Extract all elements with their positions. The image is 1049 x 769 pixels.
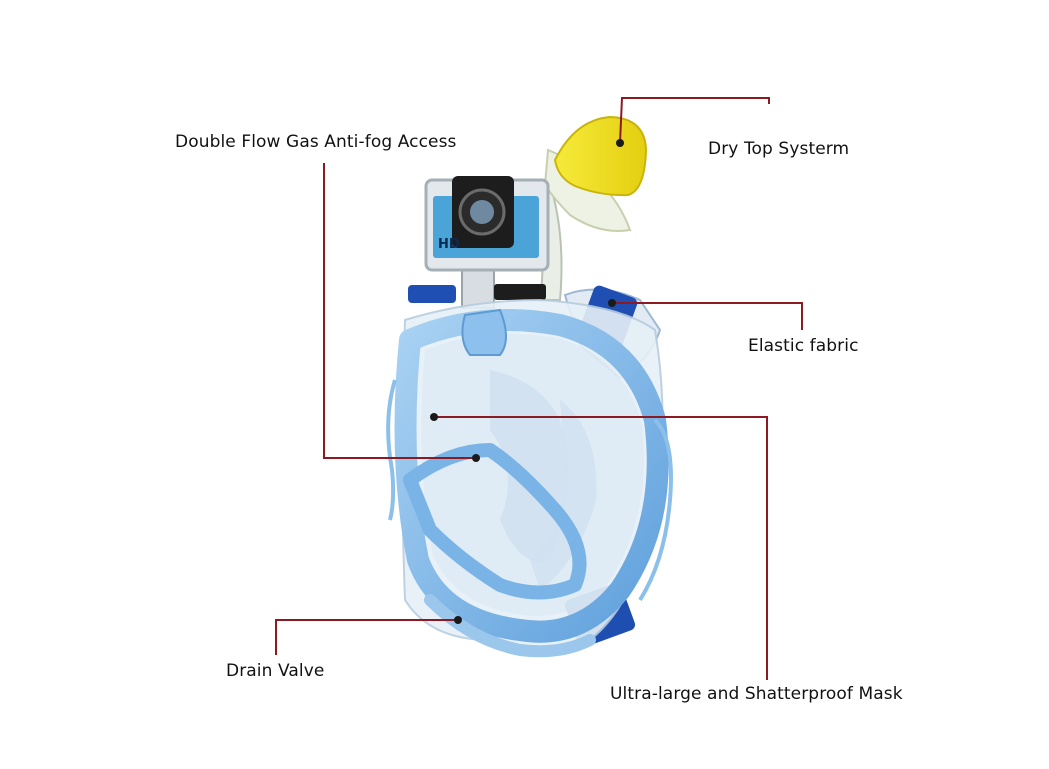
label-dry-top: Dry Top Systerm [708, 139, 850, 159]
mask-top-nozzle [461, 308, 507, 356]
dry-top-valve [553, 115, 648, 197]
dot-elastic [608, 299, 616, 307]
mask-frame [394, 309, 669, 643]
callout-dots [430, 139, 624, 624]
leader-line-mask [434, 416, 768, 680]
leader-line-dry-top [619, 97, 770, 144]
ear-wire-right [638, 418, 673, 602]
mount-screw [494, 284, 546, 300]
strap-clip-left [408, 285, 456, 303]
dot-anti-fog [472, 454, 480, 462]
leader-lines [275, 97, 803, 680]
ear-wire-left [386, 379, 397, 521]
dot-mask [430, 413, 438, 421]
dot-dry-top [616, 139, 624, 147]
leader-line-anti-fog [323, 163, 476, 459]
label-elastic-fabric: Elastic fabric [748, 336, 859, 356]
camera-brand-text: HD [438, 237, 460, 252]
camera-lens-glass [470, 200, 494, 224]
mask-inner-chamber [403, 443, 587, 600]
mask-lens [421, 334, 644, 616]
dot-drain [454, 616, 462, 624]
leader-line-drain [275, 619, 458, 655]
label-mask: Ultra-large and Shatterproof Mask [610, 684, 903, 704]
label-anti-fog: Double Flow Gas Anti-fog Access [175, 132, 457, 152]
leader-line-elastic [612, 302, 803, 330]
label-drain-valve: Drain Valve [226, 661, 325, 681]
